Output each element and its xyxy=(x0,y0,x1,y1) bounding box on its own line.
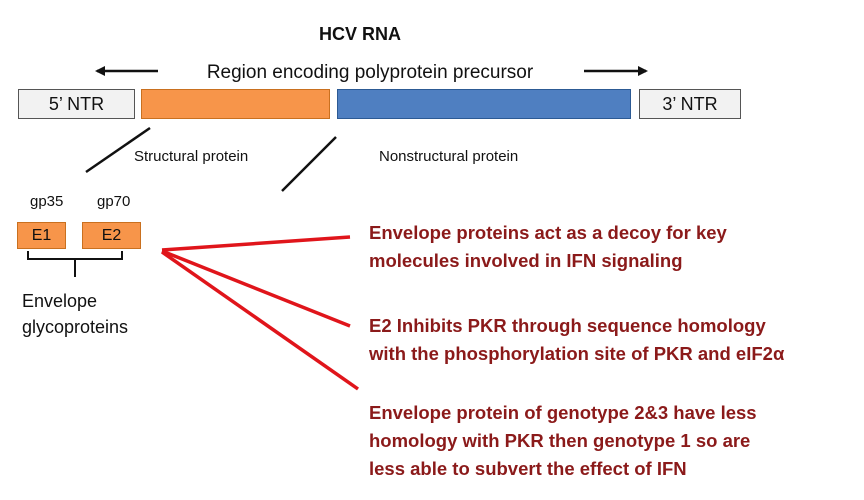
envelope-bracket xyxy=(27,251,123,277)
region-label: Region encoding polyprotein precursor xyxy=(206,62,534,83)
glyco-label-line-2: glycoproteins xyxy=(22,317,129,337)
nonstructural-protein-label: Nonstructural protein xyxy=(379,148,519,165)
pointer-line-2 xyxy=(161,249,351,328)
note-line: E2 Inhibits PKR through sequence homolog… xyxy=(369,315,766,336)
gp70-label: gp70 xyxy=(97,193,131,210)
note-pkr-inhibition: E2 Inhibits PKR through sequence homolog… xyxy=(369,312,859,368)
zoom-line-right xyxy=(281,136,337,192)
structural-protein-label: Structural protein xyxy=(134,148,249,165)
note-line: homology with PKR then genotype 1 so are xyxy=(369,430,751,451)
note-line: Envelope proteins act as a decoy for key xyxy=(369,222,727,243)
note-line: with the phosphorylation site of PKR and… xyxy=(369,343,785,364)
e1-box: E1 xyxy=(17,222,66,249)
ntr-5-box: 5’ NTR xyxy=(18,89,135,119)
diagram-title: HCV RNA xyxy=(318,24,401,44)
structural-region-bar xyxy=(141,89,330,119)
e2-box: E2 xyxy=(82,222,141,249)
note-line: Envelope protein of genotype 2&3 have le… xyxy=(369,402,757,423)
pointer-line-1 xyxy=(161,235,351,252)
ntr-3-box: 3’ NTR xyxy=(639,89,741,119)
note-line: molecules involved in IFN signaling xyxy=(369,250,683,271)
gp35-label: gp35 xyxy=(30,193,64,210)
note-line: less able to subvert the effect of IFN xyxy=(369,458,687,479)
glyco-label-line-1: Envelope xyxy=(22,291,98,311)
pointer-line-3 xyxy=(160,250,360,391)
note-decoy: Envelope proteins act as a decoy for key… xyxy=(369,219,849,275)
zoom-line-left xyxy=(85,126,151,174)
nonstructural-region-bar xyxy=(337,89,631,119)
envelope-glycoproteins-label: Envelope glycoproteins xyxy=(22,288,192,340)
note-genotype: Envelope protein of genotype 2&3 have le… xyxy=(369,399,849,483)
